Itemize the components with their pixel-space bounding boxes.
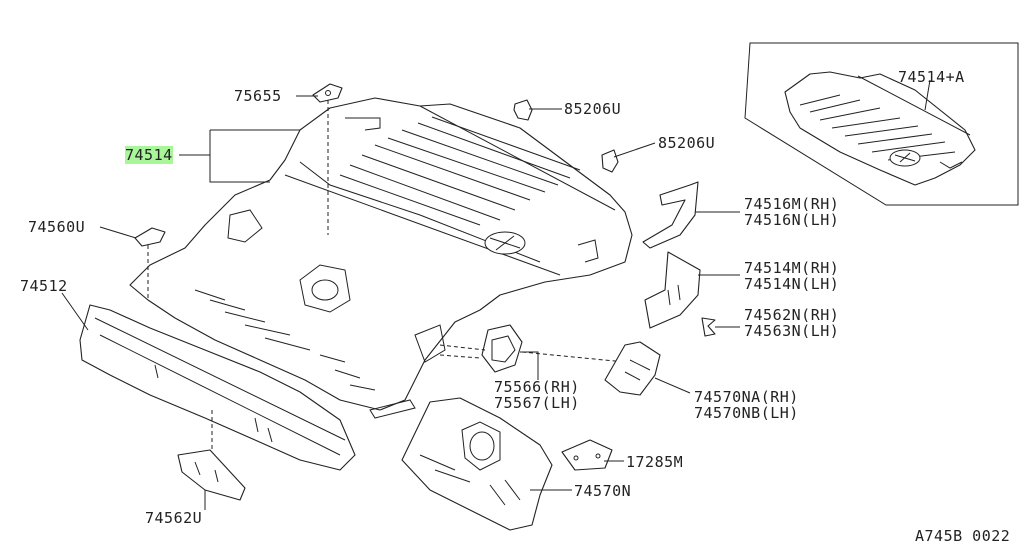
label-74570N[interactable]: 74570N [574, 482, 632, 500]
label-85206U-a[interactable]: 85206U [564, 100, 622, 118]
label-74562U[interactable]: 74562U [145, 509, 203, 527]
label-74562-3[interactable]: 74562N(RH)74563N(LH) [744, 306, 840, 340]
part-75566-7-shape [439, 324, 626, 373]
rear-floor-panel [129, 97, 633, 419]
label-74516[interactable]: 74516M(RH)74516N(LH) [744, 195, 840, 229]
leader-lines [61, 79, 931, 510]
diagram-code: A745B 0022 [915, 527, 1011, 545]
label-17285M[interactable]: 17285M [626, 453, 684, 471]
label-74560U[interactable]: 74560U [28, 218, 86, 236]
label-74570NA-B[interactable]: 74570NA(RH)74570NB(LH) [694, 388, 799, 422]
part-74570N-shape [401, 397, 553, 531]
part-74512-shape [79, 304, 356, 471]
part-17285M-shape [561, 439, 613, 471]
inset-floor-panel [784, 71, 976, 186]
label-75655[interactable]: 75655 [234, 87, 282, 105]
part-74570NA-B-shape [604, 341, 661, 396]
part-74562-3-shape [701, 317, 716, 337]
inset-frame [744, 42, 1019, 206]
label-74512[interactable]: 74512 [20, 277, 68, 295]
part-75655-shape [312, 83, 343, 235]
part-74560U-shape [134, 227, 166, 300]
label-74514-plus-a[interactable]: 74514+A [898, 68, 965, 86]
part-85206U-a-shape [513, 99, 533, 121]
label-74514[interactable]: 74514 [125, 146, 173, 164]
part-85206U-b-shape [601, 149, 619, 173]
part-74516-shape [642, 181, 699, 249]
label-75566-7[interactable]: 75566(RH)75567(LH) [494, 378, 580, 412]
part-74562U-shape [177, 449, 246, 501]
label-74514MN[interactable]: 74514M(RH)74514N(LH) [744, 259, 840, 293]
part-74514MN-shape [644, 251, 701, 329]
label-85206U-b[interactable]: 85206U [658, 134, 716, 152]
